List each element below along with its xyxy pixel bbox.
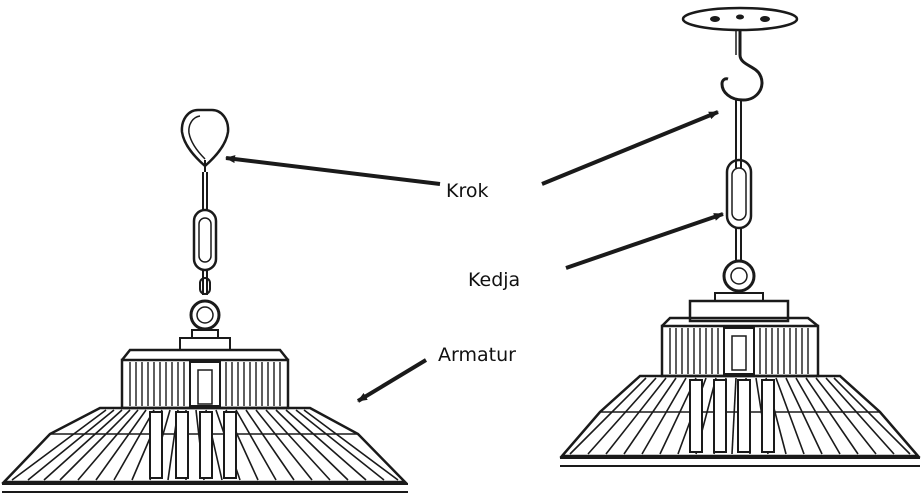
left-eye-bolt (189, 299, 221, 339)
arrow-krok-right (541, 110, 719, 186)
left-fixture-body (120, 337, 290, 410)
right-chain (725, 100, 753, 262)
right-assembly (559, 6, 921, 467)
left-chain (192, 172, 218, 295)
left-heatsink-dome (1, 406, 408, 493)
right-s-hook (720, 30, 764, 102)
left-assembly (1, 108, 408, 493)
arrow-krok-left (225, 155, 441, 186)
label-hook: Krok (446, 180, 489, 202)
callout-arrows (225, 110, 724, 403)
arrow-kedja (565, 212, 724, 270)
right-heatsink-dome (559, 374, 921, 467)
right-fixture-body (660, 299, 820, 378)
left-carabiner-hook (180, 108, 230, 172)
label-chain: Kedja (468, 269, 521, 291)
arrow-armatur (356, 358, 428, 403)
right-ceiling-plate (681, 6, 799, 32)
label-fixture: Armatur (438, 344, 516, 366)
right-eye-bolt (714, 259, 764, 302)
